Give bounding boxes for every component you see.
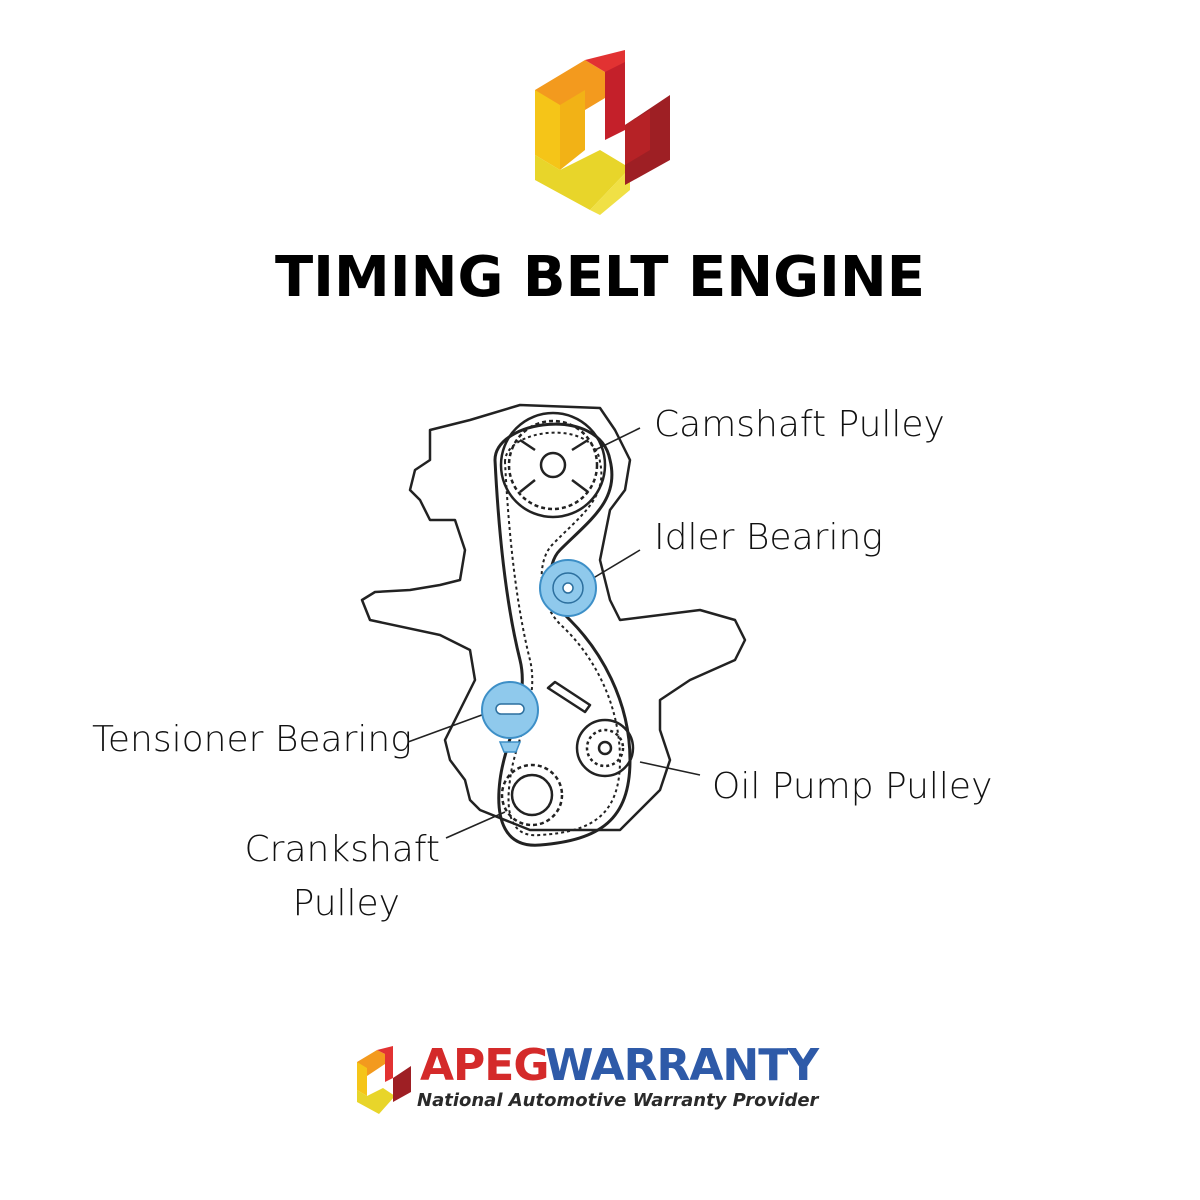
brand-tagline: National Automotive Warranty Provider <box>417 1090 819 1111</box>
crankshaft-pulley-label-line2: Pulley <box>292 883 400 924</box>
oil-pump-pulley <box>575 718 635 778</box>
tensioner-bearing <box>481 681 539 753</box>
crankshaft-pulley <box>500 763 564 827</box>
oil-pump-pulley-label: Oil Pump Pulley <box>712 766 993 807</box>
brand-name-apeg: APEG <box>420 1040 549 1091</box>
engine-block-outline <box>360 403 747 832</box>
brand-name-warranty: WARRANTY <box>545 1040 819 1091</box>
footer-brand: APEG WARRANTY National Automotive Warran… <box>355 1040 855 1120</box>
apeg-cube-logo-icon <box>535 50 670 215</box>
page-title: TIMING BELT ENGINE <box>274 245 925 310</box>
idler-bearing <box>539 559 597 617</box>
camshaft-pulley-label: Camshaft Pulley <box>654 404 945 445</box>
apeg-cube-small-logo-icon <box>357 1046 411 1114</box>
crankshaft-pulley-label-line1: Crankshaft <box>244 829 440 870</box>
camshaft-pulley <box>499 411 607 519</box>
idler-bearing-label: Idler Bearing <box>654 517 883 558</box>
tensioner-bearing-label: Tensioner Bearing <box>92 719 412 760</box>
